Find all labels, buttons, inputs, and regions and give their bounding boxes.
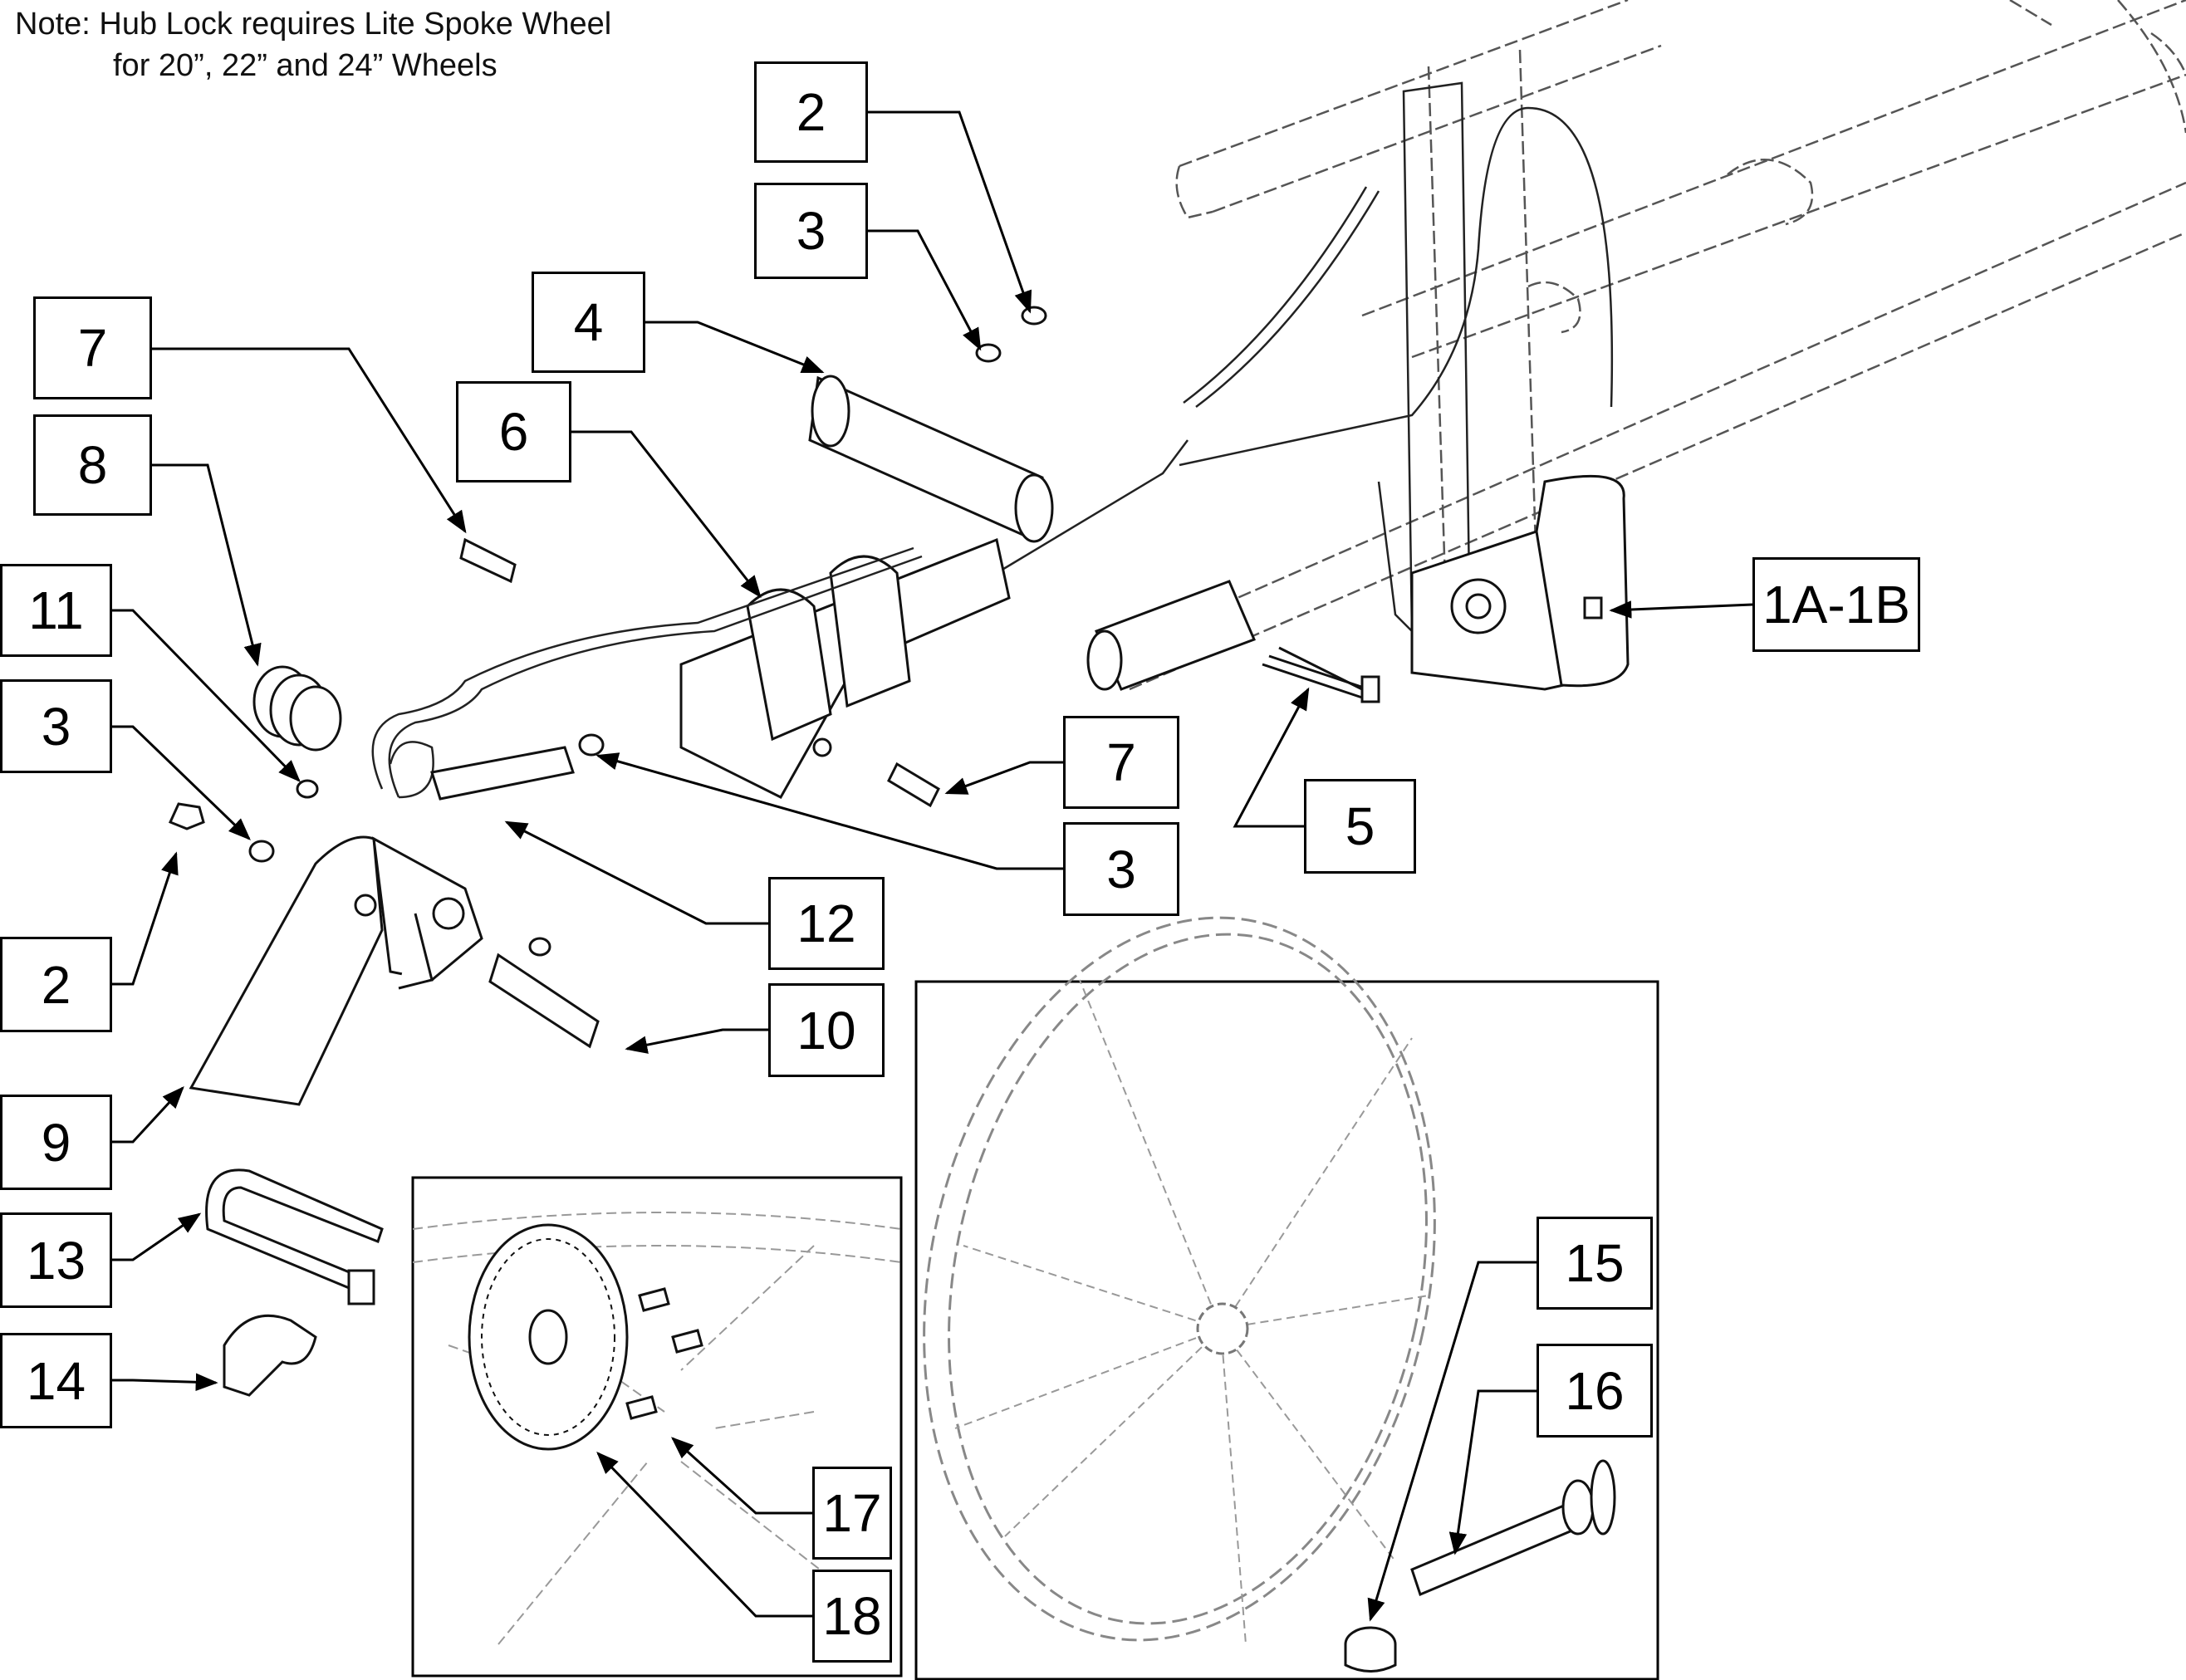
callout-7-mid: 7 (1063, 716, 1179, 809)
callout-6: 6 (456, 381, 571, 482)
fasteners (168, 306, 1363, 1049)
hub-lock-module (1410, 474, 1630, 691)
callout-7-top: 7 (33, 296, 152, 399)
tube-part-4 (808, 375, 1054, 543)
callout-9: 9 (0, 1095, 112, 1190)
wheelchair-frame-ghost (1104, 0, 2186, 691)
callout-8: 8 (33, 414, 152, 516)
note-line-1: Note: Hub Lock requires Lite Spoke Wheel (15, 7, 612, 42)
lever-arm-part-9 (189, 835, 483, 1106)
note-line-2: for 20”, 22” and 24” Wheels (113, 48, 497, 83)
callout-10: 10 (768, 983, 885, 1077)
callout-3-mid: 3 (1063, 822, 1179, 916)
callout-11: 11 (0, 564, 112, 657)
hub-lock-note: Note: Hub Lock requires Lite Spoke Wheel… (15, 3, 611, 86)
callout-1a-1b: 1A-1B (1752, 557, 1920, 652)
callout-17: 17 (812, 1467, 892, 1560)
callout-2-left: 2 (0, 937, 112, 1032)
release-cable (371, 546, 923, 799)
callout-18: 18 (812, 1570, 892, 1663)
callout-12: 12 (768, 877, 885, 970)
callout-5: 5 (1304, 779, 1416, 874)
clip-part-14 (223, 1314, 317, 1397)
mount-block-part-6 (679, 537, 1011, 799)
cable-tie-part-13 (205, 1168, 384, 1305)
callout-4: 4 (532, 272, 645, 373)
hub-detail-inset (411, 1176, 903, 1678)
callout-16: 16 (1537, 1344, 1653, 1438)
callout-3-left: 3 (0, 679, 112, 773)
callout-15: 15 (1537, 1217, 1653, 1310)
callout-2-top: 2 (754, 61, 868, 163)
spring-part-8 (252, 665, 342, 752)
cable-bracket-assembly (996, 81, 1614, 641)
callout-13: 13 (0, 1212, 112, 1308)
callout-14: 14 (0, 1333, 112, 1428)
leader-lines (112, 110, 1753, 1622)
wheel-inset (914, 916, 1659, 1680)
callout-3-top: 3 (754, 183, 868, 279)
